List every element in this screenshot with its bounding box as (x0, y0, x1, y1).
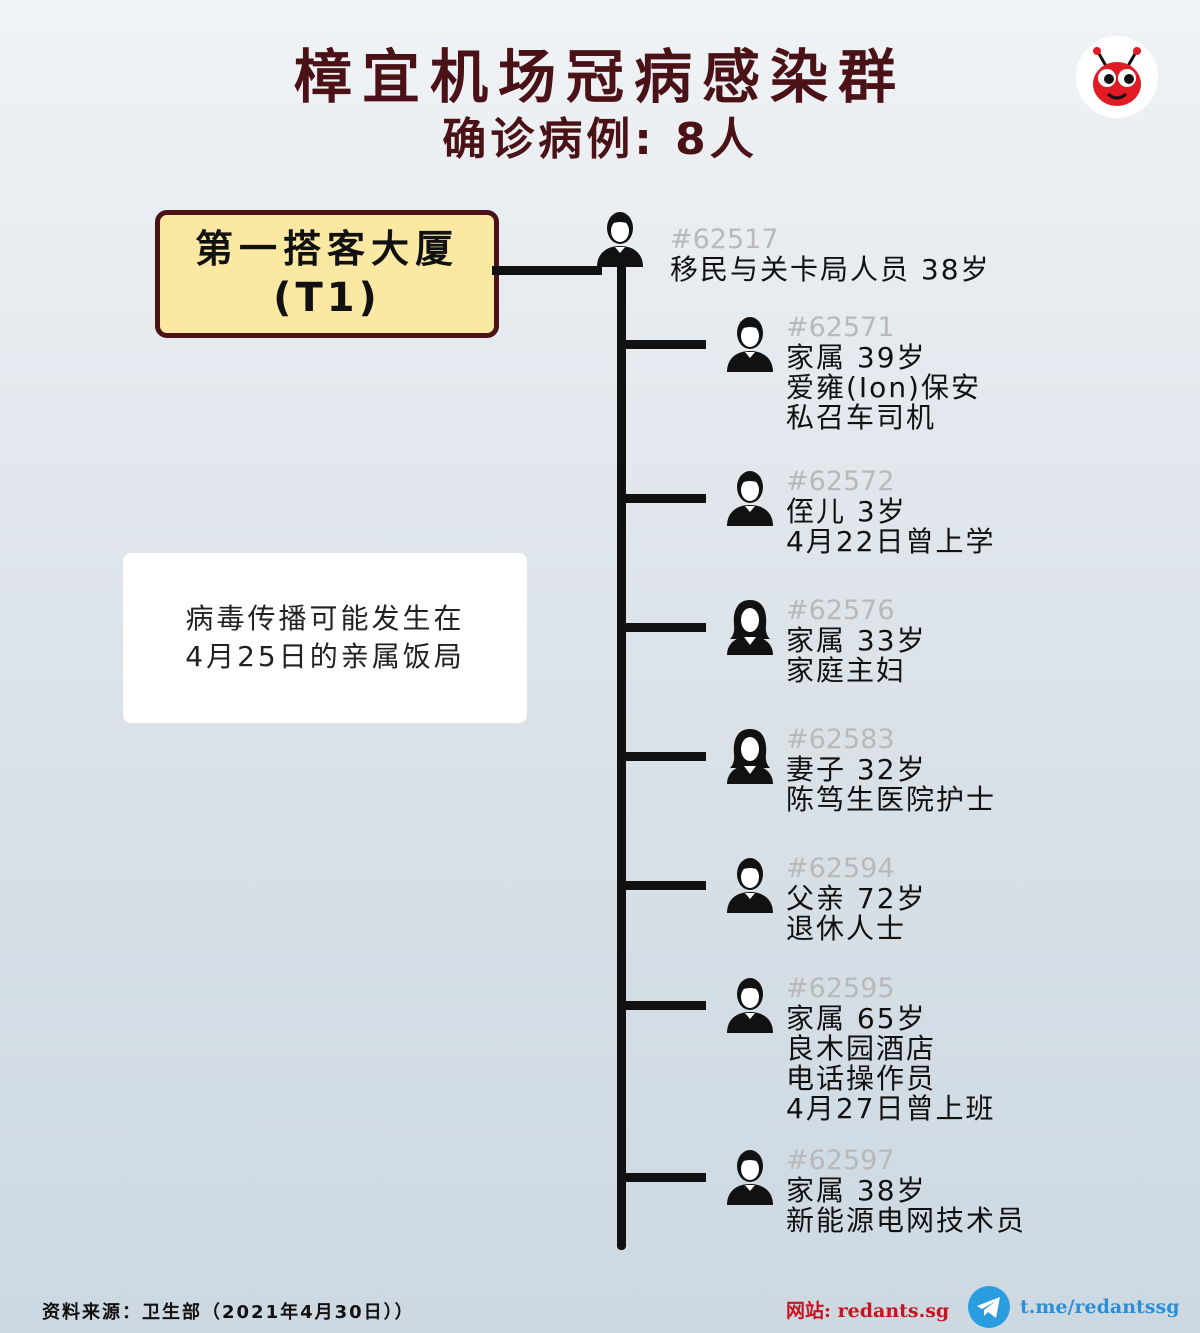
branch-connector-line (626, 881, 706, 890)
branch-connector-line (626, 623, 706, 632)
transmission-note: 病毒传播可能发生在 4月25日的亲属饭局 (123, 553, 527, 723)
case-detail-line: 4月22日曾上学 (786, 525, 996, 558)
case-count-subtitle: 确诊病例: 8人 (442, 114, 758, 165)
red-ant-logo-icon (1076, 36, 1158, 118)
male-person-icon (726, 977, 774, 1033)
telegram-link[interactable]: t.me/redantssg (1020, 1296, 1180, 1318)
case-detail-line: 私召车司机 (786, 401, 937, 434)
male-person-icon (726, 470, 774, 526)
male-person-icon (726, 1149, 774, 1205)
case-id: #62576 (786, 595, 895, 626)
case-detail-line: 移民与关卡局人员 38岁 (670, 253, 991, 286)
case-detail-line: 家属 38岁 (786, 1174, 927, 1207)
case-id: #62594 (786, 853, 895, 884)
male-person-icon (596, 211, 644, 267)
case-detail-line: 父亲 72岁 (786, 882, 927, 915)
website-link[interactable]: 网站: redants.sg (786, 1300, 950, 1322)
case-detail-line: 4月27日曾上班 (786, 1092, 996, 1125)
case-detail-line: 侄儿 3岁 (786, 495, 907, 528)
case-id: #62583 (786, 724, 895, 755)
case-detail-line: 爱雍(Ion)保安 (786, 371, 981, 404)
male-person-icon (726, 857, 774, 913)
case-id: #62597 (786, 1145, 895, 1176)
case-id: #62572 (786, 466, 895, 497)
case-detail-line: 陈笃生医院护士 (786, 783, 997, 816)
case-id: #62517 (670, 224, 779, 255)
male-person-icon (726, 316, 774, 372)
case-detail-line: 退休人士 (786, 912, 907, 945)
female-person-icon (726, 599, 774, 655)
female-person-icon (726, 728, 774, 784)
source-terminal-code: (T1) (273, 275, 381, 321)
case-detail-line: 电话操作员 (786, 1062, 937, 1095)
case-id: #62595 (786, 973, 895, 1004)
page-title: 樟宜机场冠病感染群 (293, 43, 906, 111)
case-detail-line: 家属 65岁 (786, 1002, 927, 1035)
branch-connector-line (626, 494, 706, 503)
case-id: #62571 (786, 312, 895, 343)
data-source-footer: 资料来源：卫生部（2021年4月30日）） (42, 1302, 415, 1323)
source-connector-line (492, 266, 602, 275)
source-terminal-box: 第一搭客大厦 (T1) (155, 210, 499, 338)
case-detail-line: 新能源电网技术员 (786, 1204, 1027, 1237)
case-detail-line: 家庭主妇 (786, 654, 907, 687)
case-detail-line: 家属 33岁 (786, 624, 927, 657)
branch-connector-line (626, 340, 706, 349)
source-terminal-name: 第一搭客大厦 (194, 227, 459, 271)
case-detail-line: 妻子 32岁 (786, 753, 927, 786)
branch-connector-line (626, 1173, 706, 1182)
timeline-trunk-line (617, 262, 626, 1250)
telegram-icon (968, 1286, 1010, 1328)
branch-connector-line (626, 752, 706, 761)
branch-connector-line (626, 1001, 706, 1010)
transmission-note-text: 病毒传播可能发生在 4月25日的亲属饭局 (185, 602, 465, 673)
case-detail-line: 良木园酒店 (786, 1032, 937, 1065)
case-detail-line: 家属 39岁 (786, 341, 927, 374)
